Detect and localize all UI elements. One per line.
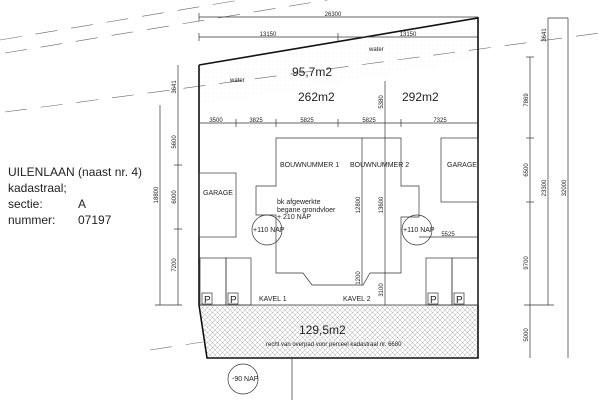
garage-left-label: GARAGE [203, 190, 233, 197]
nap-left-label: +110 NAP [253, 227, 285, 234]
dim-row-1: 3500 [209, 118, 223, 124]
kavel1-label: KAVEL 1 [259, 296, 287, 303]
parking-sign: P [430, 295, 437, 306]
kavel2-area-size: 292m2 [402, 90, 439, 104]
dim-center-top: 5380 [379, 95, 385, 109]
dim-row-5: 7325 [433, 118, 447, 124]
dim-garage-offset: 5525 [441, 232, 455, 238]
dim-row-4: 5825 [362, 118, 376, 124]
dim-total-width: 26300 [325, 12, 342, 18]
nap-marker-left [251, 214, 283, 246]
site-info: UILENLAAN (naast nr. 4) kadastraal; sect… [8, 164, 142, 228]
kavel1-area-size: 262m2 [298, 90, 335, 104]
nummer-label: nummer: [8, 213, 56, 227]
bouwnummer-2-label: BOUWNUMMER 2 [350, 162, 409, 169]
sectie-label: sectie: [8, 197, 43, 211]
dim-row-2: 3825 [249, 118, 263, 124]
parking-spaces [199, 257, 479, 306]
floor-note-line2: begane grondvloer [277, 207, 336, 214]
dim-front: 3100 [379, 283, 385, 297]
plot-outline [198, 17, 479, 359]
overpad-area-size: 129,5m2 [299, 323, 346, 337]
dim-notch: 1200 [356, 271, 362, 285]
dim-right-2: 6500 [524, 163, 530, 177]
water-area [199, 18, 478, 105]
kadastraal-label: kadastraal; [8, 181, 67, 195]
overpad-area [199, 305, 478, 358]
nap-street-label: -90 NAP [232, 376, 259, 383]
nap-right-label: +110 NAP [403, 227, 435, 234]
garage-left [198, 172, 237, 238]
garage-right-label: GARAGE [447, 162, 477, 169]
dim-right-3: 9700 [524, 256, 530, 270]
dim-right-1: 7869 [524, 93, 530, 107]
overpad-note: recht van overpad voor perceel kadastraa… [266, 342, 402, 348]
dim-left-3: 6000 [172, 190, 178, 204]
dim-left-total: 18800 [154, 186, 160, 203]
water-label: water [368, 47, 384, 53]
dim-right-total: 32000 [562, 179, 568, 196]
dim-half-right: 13150 [400, 32, 417, 38]
floor-note-line3: + 210 NAP [277, 214, 311, 221]
parking-sign: P [230, 295, 237, 306]
nummer-value: 07197 [78, 213, 112, 227]
floor-note-line1: bk afgewerkte [277, 199, 321, 206]
building-outline [255, 137, 420, 286]
dim-center-depth1: 12800 [356, 196, 362, 213]
dimension-lines [155, 13, 569, 358]
dim-right-4: 5000 [524, 328, 530, 342]
kavel2-label: KAVEL 2 [343, 296, 371, 303]
dim-right-mid-total: 23300 [542, 179, 548, 196]
nap-marker-street [227, 363, 259, 395]
dim-half-left: 13150 [260, 32, 277, 38]
parking-sign: P [204, 295, 211, 306]
water-label: water [229, 78, 245, 84]
parking-sign: P [456, 295, 463, 306]
nap-marker-right [401, 214, 433, 246]
dim-left-4: 7200 [172, 258, 178, 272]
dim-left-2: 5600 [172, 135, 178, 149]
water-area-size: 95,7m2 [292, 65, 332, 79]
dim-center-depth2: 13600 [379, 196, 385, 213]
dim-left-1: 3641 [172, 80, 178, 94]
sectie-value: A [78, 197, 87, 211]
garage-right [440, 137, 479, 203]
street-name: UILENLAAN (naast nr. 4) [8, 165, 143, 179]
dim-right-top: 3641 [542, 28, 548, 42]
dim-row-3: 5825 [300, 118, 314, 124]
bouwnummer-1-label: BOUWNUMMER 1 [280, 162, 339, 169]
